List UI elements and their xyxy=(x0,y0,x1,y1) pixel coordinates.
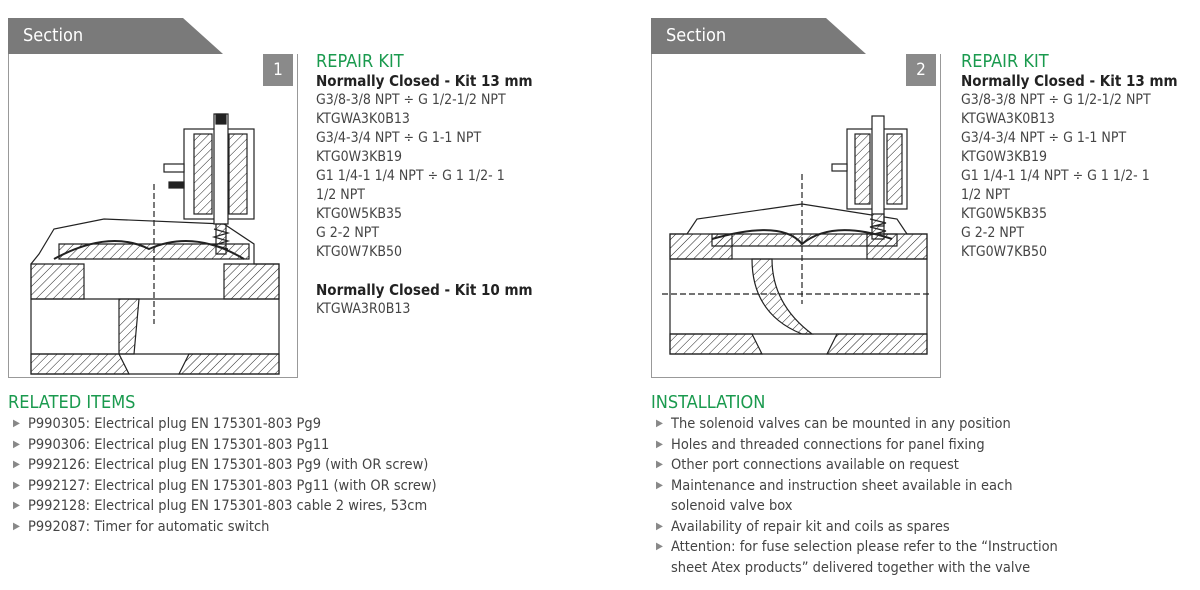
section-number-badge: 2 xyxy=(906,54,936,86)
installation-item: ▶Holes and threaded connections for pane… xyxy=(651,435,1171,456)
installation-item: ▶Maintenance and instruction sheet avail… xyxy=(656,477,1013,515)
kit-line: G3/8-3/8 NPT ÷ G 1/2-1/2 NPT xyxy=(961,92,1151,108)
kit-heading: Normally Closed - Kit 13 mm xyxy=(316,72,533,90)
installation-section: INSTALLATION ▶The solenoid valves can be… xyxy=(651,392,1171,578)
bullet-icon: ▶ xyxy=(13,418,20,429)
bullet-icon: ▶ xyxy=(656,520,663,532)
related-item: ▶P990305: Electrical plug EN 175301-803 … xyxy=(8,414,608,435)
kit-line: 1/2 NPT xyxy=(316,187,365,203)
kit-line: KTGWA3K0B13 xyxy=(316,111,410,127)
bullet-icon: ▶ xyxy=(656,418,663,429)
section-tab: Section xyxy=(8,18,223,54)
section-tab: Section xyxy=(651,18,866,54)
kit-heading: Normally Closed - Kit 13 mm xyxy=(961,72,1178,90)
kit-line: KTG0W7KB50 xyxy=(316,244,403,260)
related-item: ▶P992087: Timer for automatic switch xyxy=(8,517,608,538)
kit-line: 1/2 NPT xyxy=(961,187,1010,203)
valve-cross-section-drawing xyxy=(30,113,280,375)
kit-line: G1 1/4-1 1/4 NPT ÷ G 1 1/2- 1 xyxy=(316,168,505,184)
kit-line: KTG0W3KB19 xyxy=(316,149,403,165)
installation-title: INSTALLATION xyxy=(651,392,766,413)
bullet-icon: ▶ xyxy=(656,479,663,491)
bullet-icon: ▶ xyxy=(656,541,663,552)
repair-kit-title: REPAIR KIT xyxy=(961,51,1049,72)
kit-line: G1 1/4-1 1/4 NPT ÷ G 1 1/2- 1 xyxy=(961,168,1150,184)
bullet-icon: ▶ xyxy=(13,520,20,532)
installation-item: ▶Attention: for fuse selection please re… xyxy=(656,539,1058,576)
bullet-icon: ▶ xyxy=(656,459,663,470)
kit-line: KTG0W7KB50 xyxy=(961,244,1048,260)
kit-line: G 2-2 NPT xyxy=(961,225,1025,241)
kit-line: KTGWA3R0B13 xyxy=(316,301,411,317)
kit-line: KTG0W5KB35 xyxy=(961,206,1048,222)
kit-line: G3/4-3/4 NPT ÷ G 1-1 NPT xyxy=(316,130,482,146)
bullet-icon: ▶ xyxy=(13,459,20,470)
installation-item: ▶The solenoid valves can be mounted in a… xyxy=(651,414,1171,435)
related-item: ▶P992128: Electrical plug EN 175301-803 … xyxy=(8,496,608,517)
kit-line: G3/8-3/8 NPT ÷ G 1/2-1/2 NPT xyxy=(316,92,506,108)
kit-line: KTGWA3K0B13 xyxy=(961,111,1055,127)
section-panel-2: Section 2 xyxy=(651,18,941,378)
kit-line: G3/4-3/4 NPT ÷ G 1-1 NPT xyxy=(961,130,1127,146)
installation-item: ▶Other port connections available on req… xyxy=(651,455,1171,476)
related-items-title: RELATED ITEMS xyxy=(8,392,136,413)
spacer xyxy=(316,262,576,281)
repair-kit-title: REPAIR KIT xyxy=(316,51,404,72)
bullet-icon: ▶ xyxy=(13,479,20,491)
installation-item: ▶Availability of repair kit and coils as… xyxy=(651,517,1171,538)
valve-cross-section-drawing xyxy=(662,115,932,355)
section-panel-1: Section 1 xyxy=(8,18,298,378)
bullet-icon: ▶ xyxy=(656,438,663,450)
section-drawing-frame: 1 xyxy=(8,54,298,378)
related-item: ▶P992127: Electrical plug EN 175301-803 … xyxy=(8,476,608,497)
section-number-badge: 1 xyxy=(263,54,293,86)
related-item: ▶P992126: Electrical plug EN 175301-803 … xyxy=(8,455,608,476)
kit-line: KTG0W3KB19 xyxy=(961,149,1048,165)
repair-kit-block-1: REPAIR KIT Normally Closed - Kit 13 mm G… xyxy=(316,52,576,319)
related-item: ▶P990306: Electrical plug EN 175301-803 … xyxy=(8,435,608,456)
section-drawing-frame: 2 xyxy=(651,54,941,378)
repair-kit-block-2: REPAIR KIT Normally Closed - Kit 13 mm G… xyxy=(961,52,1200,262)
bullet-icon: ▶ xyxy=(13,500,20,511)
kit-line: G 2-2 NPT xyxy=(316,225,380,241)
bullet-icon: ▶ xyxy=(13,438,20,450)
kit-heading: Normally Closed - Kit 10 mm xyxy=(316,281,533,299)
related-items-section: RELATED ITEMS ▶P990305: Electrical plug … xyxy=(8,392,608,537)
kit-line: KTG0W5KB35 xyxy=(316,206,403,222)
